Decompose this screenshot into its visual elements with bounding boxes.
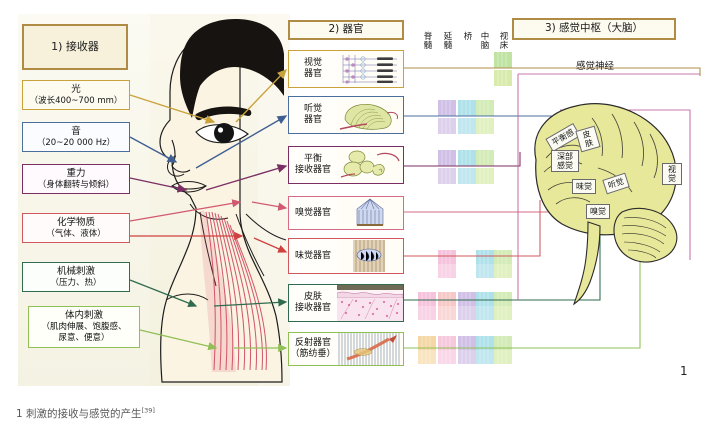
- stimulus-detail: （波长400~700 mm）: [29, 95, 123, 106]
- caption-superscript: [39]: [141, 406, 155, 415]
- brain-label-smell-sense: 嗅觉: [586, 204, 610, 219]
- stimulus-title: 化学物质: [56, 216, 95, 228]
- paper-tint-mid: [150, 14, 290, 386]
- brain-label-taste-sense: 味觉: [572, 179, 596, 194]
- brain-label-balance-sense: 平衡感: [545, 123, 581, 152]
- organ-label-auditory: 听觉器官: [303, 104, 322, 125]
- organ-label-olfactory: 嗅觉器官: [294, 207, 331, 218]
- stimulus-box-sound: 音 （20~20 000 Hz）: [22, 122, 130, 152]
- organ-art-taste-bud: [337, 239, 403, 273]
- stimulus-title: 机械刺激: [56, 265, 95, 277]
- cns-column-spinal-cord: 脊髓: [423, 32, 433, 51]
- organ-art-skin-section: [337, 285, 403, 321]
- stimulus-box-internal: 体内刺激 （肌肉伸展、饱腹感、 尿意、便意）: [28, 306, 140, 348]
- sensory-nerve-label: 感觉神经: [575, 61, 614, 72]
- stimuli-column-header: 1) 接收器: [22, 24, 128, 70]
- stimulus-detail: （气体、液体）: [46, 228, 106, 239]
- stimulus-box-gravity: 重力 （身体翻转与倾斜）: [22, 164, 130, 194]
- organ-label-gustatory: 味觉器官: [294, 250, 331, 261]
- figure-caption: 1 刺激的接收与感觉的产生[39]: [16, 406, 155, 421]
- stimulus-title: 体内刺激: [64, 310, 103, 322]
- stimulus-detail: （肌肉伸展、饱腹感、: [41, 322, 127, 333]
- cns-column-midbrain: 中脑: [480, 32, 490, 51]
- stimulus-title: 音: [71, 125, 81, 137]
- brain-label-skin-sense: 皮肤: [575, 125, 601, 153]
- organ-row-skin: 皮肤接收器官: [288, 284, 404, 322]
- caption-text: 1 刺激的接收与感觉的产生: [16, 408, 142, 420]
- stimulus-box-light: 光 （波长400~700 mm）: [22, 80, 130, 110]
- cns-column-pons: 桥: [463, 32, 473, 42]
- brain-label-hearing-sense: 听觉: [602, 172, 630, 195]
- stimulus-box-chemical: 化学物质 （气体、液体）: [22, 213, 130, 243]
- brain-label-deep-sensation: 深部感觉: [551, 150, 579, 173]
- organ-label-visual: 视觉器官: [303, 58, 322, 79]
- organ-label-skin: 皮肤接收器官: [294, 292, 331, 313]
- organ-row-auditory: 听觉器官: [288, 96, 404, 134]
- cns-column-thalamus: 视床: [499, 32, 509, 51]
- stimulus-detail: （20~20 000 Hz）: [36, 137, 116, 148]
- stimulus-detail: （身体翻转与倾斜）: [37, 179, 115, 190]
- organ-row-reflex: 反射器官（筋纺垂）: [288, 332, 404, 366]
- organ-art-muscle-spindle: [337, 333, 403, 365]
- organ-label-reflex: 反射器官（筋纺垂）: [290, 338, 336, 359]
- organ-label-balance: 平衡接收器官: [294, 154, 331, 175]
- stimulus-box-mechanical: 机械刺激 （压力、热）: [22, 262, 130, 292]
- brain-label-vision-sense: 视觉: [662, 163, 682, 186]
- stimulus-detail: （压力、热）: [50, 277, 102, 288]
- stimulus-title: 光: [71, 83, 81, 95]
- page-number: 1: [680, 364, 688, 378]
- organ-art-cochlea: [337, 97, 403, 133]
- organ-row-gustatory: 味觉器官: [288, 238, 404, 274]
- stimulus-detail-2: 尿意、便意）: [58, 332, 110, 343]
- stimulus-title: 重力: [66, 167, 86, 179]
- organ-art-vestibular: [337, 147, 403, 183]
- organ-art-olfactory-epithelium: [337, 197, 403, 229]
- cns-column-medulla: 延髓: [443, 32, 453, 51]
- organs-column-header: 2) 器官: [288, 20, 404, 40]
- organ-row-visual: 视觉器官: [288, 50, 404, 88]
- organ-row-balance: 平衡接收器官: [288, 146, 404, 184]
- organ-row-olfactory: 嗅觉器官: [288, 196, 404, 230]
- organ-art-retina: [337, 51, 403, 87]
- center-column-header: 3) 感觉中枢（大脑）: [512, 18, 676, 40]
